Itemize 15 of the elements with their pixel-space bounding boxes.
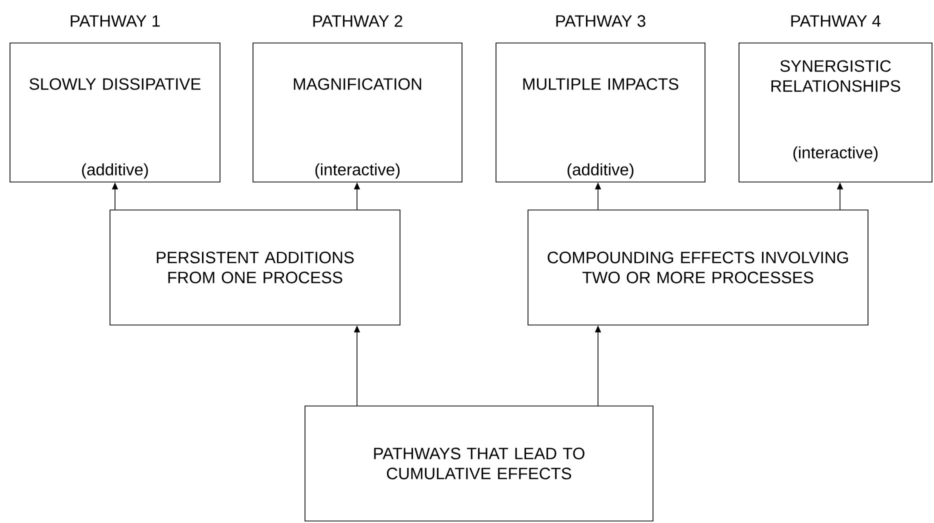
box-note: (interactive)	[793, 146, 878, 162]
box-note: (additive)	[82, 163, 148, 179]
box-note: (additive)	[568, 163, 634, 179]
box-text: COMPOUNDING EFFECTS INVOLVING TWO OR MORE PROCESSES	[548, 252, 848, 284]
box-text: PERSISTENT ADDITIONS FROM ONE PROCESS	[156, 252, 354, 284]
pathway-heading: PATHWAY 1	[70, 15, 160, 27]
box-title: MAGNIFICATION	[294, 78, 422, 90]
pathway-heading: PATHWAY 2	[313, 15, 402, 27]
box-title: MULTIPLE IMPACTS	[523, 78, 678, 90]
box-note: (interactive)	[315, 163, 400, 179]
box-title: SYNERGISTIC RELATIONSHIPS	[771, 60, 900, 92]
box-title: SLOWLY DISSIPATIVE	[30, 78, 200, 90]
pathway-heading: PATHWAY 4	[791, 15, 881, 27]
pathway-heading: PATHWAY 3	[556, 15, 646, 27]
box-text: PATHWAYS THAT LEAD TO CUMULATIVE EFFECTS	[374, 448, 584, 480]
